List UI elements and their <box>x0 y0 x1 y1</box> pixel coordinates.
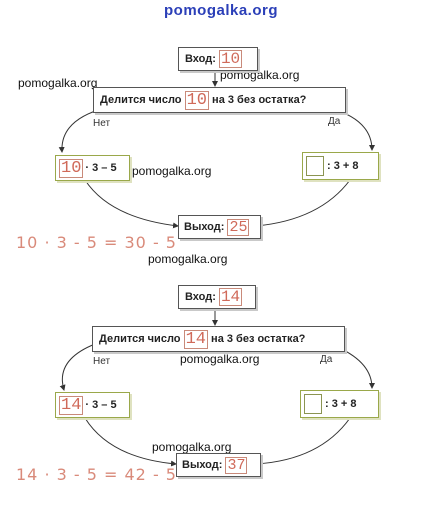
right-operation-box-1: : 3 + 8 <box>302 152 379 180</box>
watermark: pomogalka.org <box>180 352 260 366</box>
output-label: Выход: <box>182 459 223 471</box>
watermark: pomogalka.org <box>132 164 212 178</box>
right-op: : 3 + 8 <box>325 398 357 410</box>
input-value: 10 <box>218 50 243 68</box>
equation-1: 10 · 3 - 5 = 30 - 5 <box>16 233 177 252</box>
output-value: 37 <box>225 456 248 474</box>
watermark: pomogalka.org <box>148 252 228 266</box>
question-prefix: Делится число <box>99 333 181 345</box>
right-value-slot <box>304 394 322 414</box>
arrow-left-to-output-2 <box>84 417 177 467</box>
left-value: 10 <box>59 158 84 178</box>
watermark: pomogalka.org <box>220 68 300 82</box>
output-box-1: Выход: 25 <box>178 215 261 239</box>
question-box-1: Делится число 10 на 3 без остатка? <box>93 87 346 113</box>
input-label: Вход: <box>185 291 216 303</box>
no-label: Нет <box>93 356 111 367</box>
arrow-right-to-output-2 <box>255 417 351 467</box>
output-label: Выход: <box>184 221 225 233</box>
right-value-slot <box>306 156 324 176</box>
left-operation-box-2: 14 · 3 – 5 <box>55 392 130 418</box>
right-operation-box-2: : 3 + 8 <box>300 390 379 418</box>
arrow-yes-branch-1 <box>329 107 375 151</box>
output-value: 25 <box>227 218 250 236</box>
equation-2: 14 · 3 - 5 = 42 - 5 <box>16 465 177 484</box>
watermark: pomogalka.org <box>152 440 232 454</box>
right-op: : 3 + 8 <box>327 160 359 172</box>
arrow-right-to-output-1 <box>255 179 351 229</box>
yes-label: Да <box>328 116 341 127</box>
yes-label: Да <box>320 354 333 365</box>
left-value: 14 <box>59 395 84 415</box>
left-op: · 3 – 5 <box>85 399 117 411</box>
arrow-no-branch-1 <box>58 107 106 153</box>
input-box-2: Вход: 14 <box>178 285 256 309</box>
left-op: · 3 – 5 <box>85 162 117 174</box>
no-label: Нет <box>93 118 111 129</box>
question-value: 10 <box>184 90 209 110</box>
question-box-2: Делится число 14 на 3 без остатка? <box>92 326 345 352</box>
question-suffix: на 3 без остатка? <box>211 333 306 345</box>
input-value: 14 <box>218 288 243 306</box>
watermark-top: pomogalka.org <box>164 2 279 19</box>
arrow-left-to-output-1 <box>84 179 179 229</box>
left-operation-box-1: 10 · 3 – 5 <box>55 155 130 181</box>
input-label: Вход: <box>185 53 216 65</box>
question-suffix: на 3 без остатка? <box>212 94 307 106</box>
question-value: 14 <box>183 329 208 349</box>
arrow-no-branch-2 <box>59 343 96 391</box>
watermark: pomogalka.org <box>18 76 98 90</box>
input-box-1: Вход: 10 <box>178 47 258 71</box>
output-box-2: Выход: 37 <box>176 453 261 477</box>
question-prefix: Делится число <box>100 94 182 106</box>
